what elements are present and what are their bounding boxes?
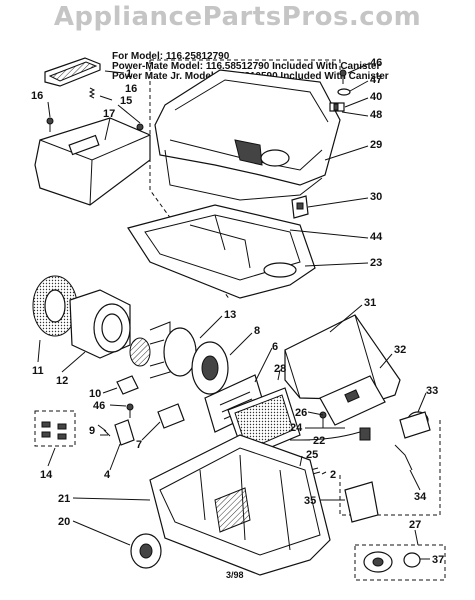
part-label-20: 20: [58, 516, 70, 528]
handle-base-part: [34, 117, 151, 206]
part-label-44: 44: [370, 231, 383, 243]
part-label-1: 1: [126, 68, 132, 80]
part-label-32: 32: [394, 344, 406, 356]
canister-body-part: [149, 434, 331, 576]
part-label-23: 23: [370, 257, 382, 269]
part-label-29: 29: [370, 139, 382, 151]
part-label-22: 22: [313, 435, 325, 447]
wheel-part: [130, 533, 162, 569]
part-label-16: 16: [31, 90, 43, 102]
part-label-16: 16: [125, 83, 137, 95]
part-label-4: 4: [104, 469, 111, 481]
part-label-28: 28: [274, 363, 286, 375]
part-label-14: 14: [40, 469, 53, 481]
part-label-34: 34: [414, 491, 427, 503]
header-power-mate-line: Power-Mate Model: 116.58512790 Included …: [112, 61, 381, 72]
header-model-line: For Model: 116.25812790: [112, 51, 230, 62]
leader-lines: [37, 63, 430, 560]
motor-part: [129, 321, 197, 379]
part-label-48: 48: [370, 109, 382, 121]
tray-part: [127, 204, 316, 299]
handle-grip-part: [44, 57, 101, 87]
dust-bag-part: [319, 375, 386, 426]
motor-filter-part: [32, 275, 78, 337]
part-label-10: 10: [89, 388, 101, 400]
motor-housing-part: [69, 289, 131, 359]
connector-assembly-part: [339, 411, 441, 523]
part-label-26: 26: [295, 407, 307, 419]
part-label-8: 8: [254, 325, 260, 337]
part-label-9: 9: [89, 425, 95, 437]
part-label-12: 12: [56, 375, 68, 387]
caster-assembly-part: [354, 544, 446, 581]
motor-gasket-part: [191, 341, 229, 395]
latch-part: [291, 195, 309, 219]
part-label-13: 13: [224, 309, 236, 321]
part-label-11: 11: [32, 365, 44, 377]
page-footer-date: 3/98: [226, 570, 244, 580]
part-label-46: 46: [93, 400, 105, 412]
part-label-6: 6: [272, 341, 278, 353]
part-label-46: 46: [370, 57, 382, 69]
part-label-24: 24: [290, 422, 303, 434]
watermark: AppliancePartsPros.com: [53, 2, 422, 32]
part-label-15: 15: [120, 95, 132, 107]
part-label-7: 7: [136, 439, 142, 451]
part-label-2: 2: [330, 469, 336, 481]
part-label-30: 30: [370, 191, 382, 203]
top-cover-part: [154, 69, 341, 201]
part-label-25: 25: [306, 449, 318, 461]
dust-bag-housing-part: [284, 314, 401, 401]
part-number-labels: 1 16 16 15 17 46 47 40 48 29 30 44 23 13…: [31, 57, 444, 566]
part-label-40: 40: [370, 91, 382, 103]
part-label-33: 33: [426, 385, 438, 397]
spring-part: [88, 87, 96, 99]
cover-hardware-parts: [329, 69, 351, 112]
mounting-bracket-part: [157, 403, 185, 429]
part-label-17: 17: [103, 108, 115, 120]
part-label-47: 47: [370, 74, 382, 86]
part-label-21: 21: [58, 493, 70, 505]
power-switch-part: [100, 419, 135, 446]
clip-set-part: [34, 410, 76, 447]
part-label-35: 35: [304, 495, 316, 507]
part-label-31: 31: [364, 297, 376, 309]
part-label-27: 27: [409, 519, 421, 531]
part-label-37: 37: [432, 554, 444, 566]
